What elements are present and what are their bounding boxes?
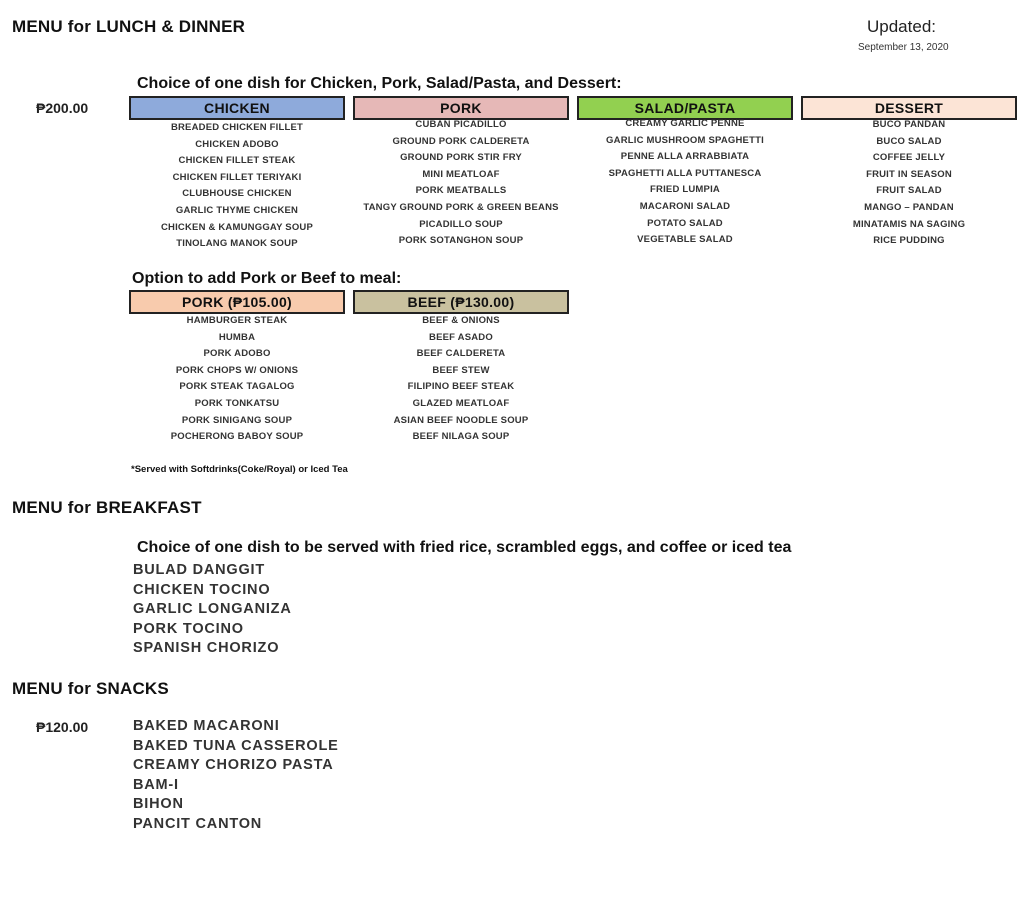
list-item: HUMBA xyxy=(218,331,256,343)
pork-column: PORK CUBAN PICADILLO GROUND PORK CALDERET… xyxy=(353,96,569,250)
list-item: POCHERONG BABOY SOUP xyxy=(170,431,304,443)
list-item: CLUBHOUSE CHICKEN xyxy=(182,188,292,200)
salad-pasta-header-label: SALAD/PASTA xyxy=(634,100,736,116)
list-item: CUBAN PICADILLO xyxy=(415,119,507,130)
pork-header-label: PORK xyxy=(440,100,482,116)
list-item: FRUIT SALAD xyxy=(876,185,942,197)
list-item: PORK TOCINO xyxy=(133,620,244,637)
dessert-header-label: DESSERT xyxy=(874,100,944,116)
beef-addon-header-label: BEEF (₱130.00) xyxy=(407,294,515,310)
list-item: PORK TONKATSU xyxy=(194,397,280,409)
beef-addon-item-list: BEEF & ONIONS BEEF ASADO BEEF CALDERETA BEE… xyxy=(353,313,569,446)
list-item: SPAGHETTI ALLA PUTTANESCA xyxy=(608,167,762,179)
list-item: BAKED MACARONI xyxy=(133,718,280,734)
list-item: GROUND PORK CALDERETA xyxy=(392,135,530,147)
lunch-choice-heading: Choice of one dish for Chicken, Pork, Sa… xyxy=(137,75,622,92)
list-item: CREAMY GARLIC PENNE xyxy=(625,118,745,129)
dessert-item-list: BUCO PANDAN BUCO SALAD COFFEE JELLY FRUIT I… xyxy=(801,117,1017,250)
list-item: BUCO SALAD xyxy=(876,135,942,147)
chicken-header-label: CHICKEN xyxy=(204,100,270,116)
list-item: CHICKEN ADOBO xyxy=(195,138,279,150)
list-item: BEEF CALDERETA xyxy=(416,348,506,360)
list-item: CHICKEN TOCINO xyxy=(133,581,271,598)
list-item: PORK MEATBALLS xyxy=(415,185,507,197)
dessert-column: DESSERT BUCO PANDAN BUCO SALAD COFFEE JELL… xyxy=(801,96,1017,250)
list-item: GARLIC LONGANIZA xyxy=(133,601,292,618)
list-item: PORK CHOPS W/ ONIONS xyxy=(175,364,299,376)
list-item: VEGETABLE SALAD xyxy=(637,234,733,246)
list-item: COFFEE JELLY xyxy=(872,152,946,164)
salad-pasta-column: SALAD/PASTA CREAMY GARLIC PENNE GARLIC MU… xyxy=(577,96,793,249)
list-item: MANGO – PANDAN xyxy=(864,201,954,213)
breakfast-title: MENU for BREAKFAST xyxy=(12,498,202,517)
list-item: CHICKEN FILLET TERIYAKI xyxy=(172,171,302,183)
list-item: TINOLANG MANOK SOUP xyxy=(176,238,298,250)
pork-addon-item-list: HAMBURGER STEAK HUMBA PORK ADOBO PORK CHOPS… xyxy=(129,313,345,446)
list-item: ASIAN BEEF NOODLE SOUP xyxy=(393,414,529,426)
lunch-price: ₱200.00 xyxy=(36,100,89,116)
pork-header: PORK xyxy=(353,96,569,120)
list-item: MINI MEATLOAF xyxy=(422,168,500,180)
list-item: CHICKEN & KAMUNGGAY SOUP xyxy=(160,221,314,233)
list-item: FILIPINO BEEF STEAK xyxy=(407,381,515,393)
list-item: SPANISH CHORIZO xyxy=(133,640,280,657)
snacks-price: ₱120.00 xyxy=(36,719,89,735)
list-item: POTATO SALAD xyxy=(647,217,723,229)
updated-date: September 13, 2020 xyxy=(858,42,949,53)
list-item: GARLIC THYME CHICKEN xyxy=(175,204,299,216)
dessert-header: DESSERT xyxy=(801,96,1017,120)
chicken-item-list: BREADED CHICKEN FILLET CHICKEN ADOBO CHICK… xyxy=(129,120,345,253)
list-item: GLAZED MEATLOAF xyxy=(412,397,510,409)
lunch-dinner-title: MENU for LUNCH & DINNER xyxy=(12,17,246,36)
salad-pasta-header: SALAD/PASTA xyxy=(577,96,793,120)
updated-label: Updated: xyxy=(867,17,936,36)
list-item: CREAMY CHORIZO PASTA xyxy=(133,757,334,774)
list-item: FRUIT IN SEASON xyxy=(866,168,952,180)
breakfast-heading: Choice of one dish to be served with fri… xyxy=(137,539,792,556)
list-item: MACARONI SALAD xyxy=(639,200,731,212)
list-item: BREADED CHICKEN FILLET xyxy=(170,122,304,133)
list-item: GARLIC MUSHROOM SPAGHETTI xyxy=(606,134,764,146)
list-item: PICADILLO SOUP xyxy=(419,218,503,230)
list-item: PANCIT CANTON xyxy=(133,815,263,832)
list-item: TANGY GROUND PORK & GREEN BEANS xyxy=(363,201,559,213)
list-item: PORK ADOBO xyxy=(203,348,271,360)
list-item: PORK SOTANGHON SOUP xyxy=(398,235,524,247)
list-item: BEEF STEW xyxy=(432,364,490,376)
list-item: RICE PUDDING xyxy=(873,235,945,247)
list-item: CHICKEN FILLET STEAK xyxy=(178,155,296,167)
list-item: BUCO PANDAN xyxy=(872,119,946,130)
breakfast-item-list: BULAD DANGGIT CHICKEN TOCINO GARLIC LONGAN… xyxy=(133,561,292,659)
list-item: BEEF NILAGA SOUP xyxy=(412,431,510,443)
pork-item-list: CUBAN PICADILLO GROUND PORK CALDERETA GROU… xyxy=(353,117,569,250)
addon-heading: Option to add Pork or Beef to meal: xyxy=(132,270,402,287)
beef-addon-header: BEEF (₱130.00) xyxy=(353,290,569,314)
chicken-header: CHICKEN xyxy=(129,96,345,120)
snacks-item-list: BAKED MACARONI BAKED TUNA CASSEROLE CREAMY… xyxy=(133,717,339,835)
pork-addon-column: PORK (₱105.00) HAMBURGER STEAK HUMBA PORK … xyxy=(129,290,345,446)
list-item: HAMBURGER STEAK xyxy=(186,315,288,326)
list-item: PORK SINIGANG SOUP xyxy=(181,414,293,426)
list-item: BAKED TUNA CASSEROLE xyxy=(133,737,339,754)
pork-addon-header: PORK (₱105.00) xyxy=(129,290,345,314)
list-item: BEEF ASADO xyxy=(429,331,493,343)
drinks-note: *Served with Softdrinks(Coke/Royal) or I… xyxy=(131,464,348,475)
pork-addon-header-label: PORK (₱105.00) xyxy=(181,294,293,310)
chicken-column: CHICKEN BREADED CHICKEN FILLET CHICKEN AD… xyxy=(129,96,345,253)
list-item: BULAD DANGGIT xyxy=(133,562,266,578)
list-item: MINATAMIS NA SAGING xyxy=(852,218,966,230)
list-item: BAM-I xyxy=(133,776,179,793)
snacks-title: MENU for SNACKS xyxy=(12,679,169,698)
salad-pasta-item-list: CREAMY GARLIC PENNE GARLIC MUSHROOM SPAGH… xyxy=(577,116,793,249)
list-item: PORK STEAK TAGALOG xyxy=(179,381,295,393)
list-item: BEEF & ONIONS xyxy=(422,315,500,326)
list-item: PENNE ALLA ARRABBIATA xyxy=(620,151,750,163)
list-item: BIHON xyxy=(133,796,184,813)
list-item: FRIED LUMPIA xyxy=(650,184,720,196)
list-item: GROUND PORK STIR FRY xyxy=(400,152,522,164)
